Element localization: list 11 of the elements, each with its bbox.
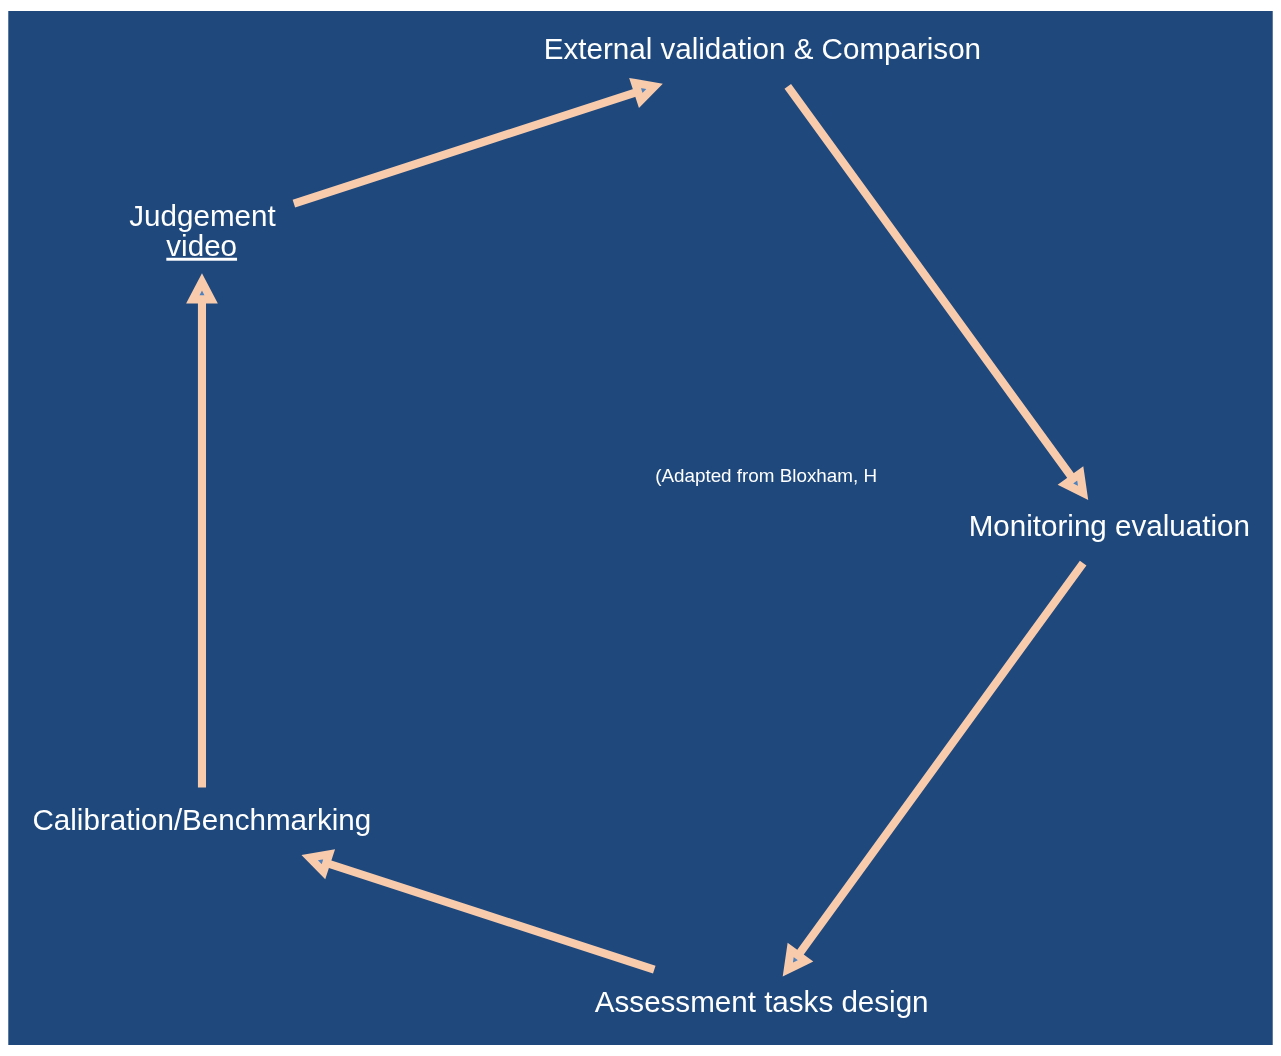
label: (Adapted from Bloxham, H: [655, 464, 878, 486]
node-text: Judgement video: [129, 199, 276, 262]
arrow: [784, 84, 1089, 500]
node-text: Assessment tasks design: [594, 985, 929, 1019]
arrow: [782, 560, 1087, 977]
node-text: Monitoring evaluation: [968, 508, 1250, 542]
node-text: External validation & Comparison: [543, 31, 982, 65]
arrow: [292, 77, 663, 208]
arrow: [186, 273, 218, 788]
node-text: Calibration/Benchmarking: [32, 803, 372, 837]
arrow: [301, 849, 656, 974]
